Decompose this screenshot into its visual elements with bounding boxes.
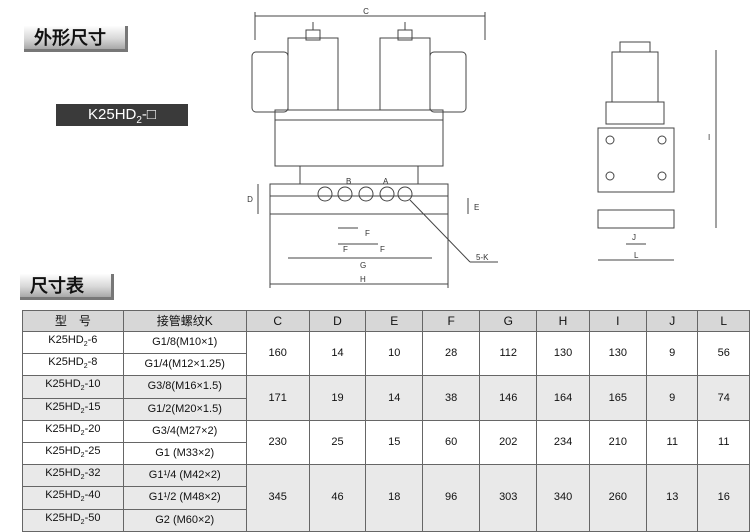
value-cell-f: 38 — [422, 375, 481, 421]
value-cell-e: 10 — [365, 330, 424, 377]
model-label: K25HD2-□ — [56, 104, 188, 126]
value-cell-e: 15 — [365, 419, 424, 466]
value-cell-f: 28 — [422, 330, 481, 377]
value-cell-e: 14 — [365, 375, 424, 421]
dim-label-i: I — [708, 133, 710, 142]
thread-cell: G1¹/2 (M48×2) — [122, 486, 247, 510]
table-heading: 尺寸表 — [20, 274, 114, 300]
value-cell-g: 112 — [479, 330, 538, 377]
dim-label-l: L — [634, 251, 639, 260]
value-cell-e: 18 — [365, 464, 424, 532]
thread-cell: G3/4(M27×2) — [122, 419, 247, 443]
model-cell: K25HD2-40 — [22, 486, 124, 510]
column-header: 型 号 — [22, 310, 124, 332]
thread-cell: G2 (M60×2) — [122, 508, 247, 532]
value-cell-h: 234 — [536, 419, 590, 466]
value-cell-l: 11 — [697, 419, 750, 466]
value-cell-d: 14 — [308, 330, 367, 377]
column-header: L — [697, 310, 750, 332]
value-cell-j: 9 — [646, 330, 699, 377]
thread-cell: G3/8(M16×1.5) — [122, 375, 247, 399]
value-cell-i: 260 — [588, 464, 648, 532]
valve-technical-drawing: C D E B A F F F G H 5-K I J L — [247, 7, 717, 288]
column-header: I — [588, 310, 648, 332]
value-cell-d: 25 — [308, 419, 367, 466]
value-cell-g: 303 — [479, 464, 538, 532]
dim-label-f1: F — [365, 229, 370, 238]
value-cell-d: 19 — [308, 375, 367, 421]
column-header: D — [308, 310, 367, 332]
value-cell-f: 60 — [422, 419, 481, 466]
model-cell: K25HD2-8 — [22, 353, 124, 377]
value-cell-c: 171 — [245, 375, 310, 421]
value-cell-g: 202 — [479, 419, 538, 466]
dim-label-f3: F — [380, 245, 385, 254]
value-cell-c: 160 — [245, 330, 310, 377]
value-cell-i: 130 — [588, 330, 648, 377]
column-header: G — [479, 310, 538, 332]
value-cell-d: 46 — [308, 464, 367, 532]
value-cell-h: 340 — [536, 464, 590, 532]
value-cell-i: 165 — [588, 375, 648, 421]
column-header: J — [646, 310, 699, 332]
dim-label-g: G — [360, 261, 366, 270]
column-header: C — [245, 310, 310, 332]
model-cell: K25HD2-10 — [22, 375, 124, 399]
value-cell-h: 164 — [536, 375, 590, 421]
value-cell-h: 130 — [536, 330, 590, 377]
dim-label-h: H — [360, 275, 366, 284]
model-cell: K25HD2-32 — [22, 464, 124, 488]
thread-cell: G1¹/4 (M42×2) — [122, 464, 247, 488]
value-cell-j: 9 — [646, 375, 699, 421]
value-cell-j: 11 — [646, 419, 699, 466]
value-cell-i: 210 — [588, 419, 648, 466]
model-cell: K25HD2-25 — [22, 441, 124, 466]
column-header: 接管螺纹K — [122, 310, 247, 332]
port-callout: 5-K — [476, 253, 489, 262]
model-cell: K25HD2-6 — [22, 330, 124, 355]
dimensions-heading: 外形尺寸 — [24, 26, 128, 52]
value-cell-c: 230 — [245, 419, 310, 466]
dim-label-c: C — [363, 7, 369, 16]
port-label-b: B — [346, 177, 351, 186]
column-header: E — [365, 310, 424, 332]
column-header: F — [422, 310, 481, 332]
value-cell-g: 146 — [479, 375, 538, 421]
column-header: H — [536, 310, 590, 332]
value-cell-l: 16 — [697, 464, 750, 532]
model-cell: K25HD2-50 — [22, 508, 124, 532]
value-cell-f: 96 — [422, 464, 481, 532]
thread-cell: G1/4(M12×1.25) — [122, 353, 247, 377]
value-cell-l: 56 — [697, 330, 750, 377]
dim-label-e: E — [474, 203, 479, 212]
dim-label-j: J — [632, 233, 636, 242]
dim-label-f2: F — [343, 245, 348, 254]
thread-cell: G1 (M33×2) — [122, 441, 247, 466]
value-cell-j: 13 — [646, 464, 699, 532]
thread-cell: G1/8(M10×1) — [122, 330, 247, 355]
model-cell: K25HD2-15 — [22, 397, 124, 421]
value-cell-l: 74 — [697, 375, 750, 421]
value-cell-c: 345 — [245, 464, 310, 532]
dim-label-d: D — [247, 195, 253, 204]
model-cell: K25HD2-20 — [22, 419, 124, 443]
port-label-a: A — [383, 177, 389, 186]
thread-cell: G1/2(M20×1.5) — [122, 397, 247, 421]
